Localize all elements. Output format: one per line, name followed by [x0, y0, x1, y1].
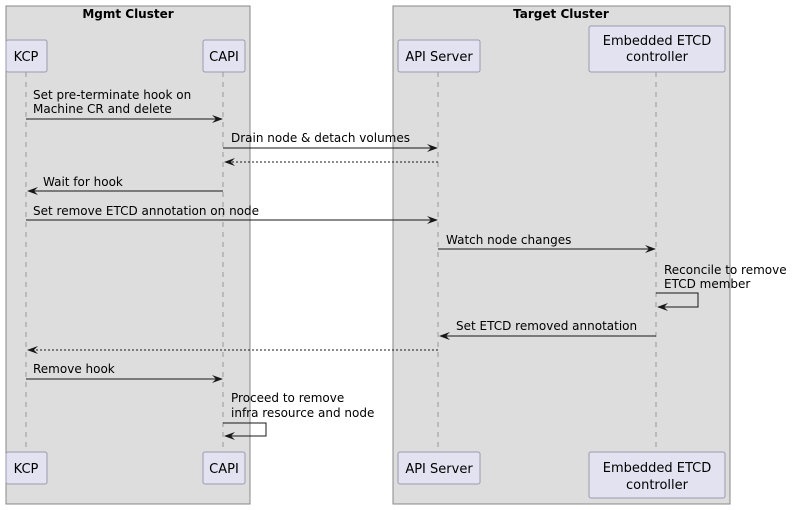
participant-api-server-bottom: API Server: [397, 451, 481, 485]
svg-text:Set pre-terminate hook on: Set pre-terminate hook on: [33, 88, 191, 102]
group-mgmt-cluster: Mgmt Cluster: [5, 5, 251, 505]
svg-text:Set remove ETCD annotation on: Set remove ETCD annotation on node: [33, 204, 259, 218]
participant-etcd-controller-bottom: Embedded ETCD controller: [588, 451, 726, 499]
svg-text:Embedded ETCD: Embedded ETCD: [603, 34, 712, 49]
svg-text:Drain node & detach volumes: Drain node & detach volumes: [231, 131, 410, 145]
message-annotation-return: [27, 346, 438, 354]
svg-text:Machine CR and delete: Machine CR and delete: [33, 102, 172, 116]
participant-capi-bottom: CAPI: [202, 451, 246, 485]
group-title-mgmt: Mgmt Cluster: [82, 7, 173, 21]
svg-text:Embedded ETCD: Embedded ETCD: [603, 461, 712, 476]
message-set-etcd-removed-annotation: Set ETCD removed annotation: [439, 319, 656, 340]
message-drain-return: [224, 158, 438, 166]
group-target-cluster: Target Cluster: [392, 5, 731, 505]
participant-api-server-top: API Server: [397, 39, 481, 73]
svg-text:Set ETCD removed annotation: Set ETCD removed annotation: [456, 319, 637, 333]
message-remove-hook: Remove hook: [26, 362, 223, 383]
svg-text:controller: controller: [626, 50, 689, 65]
svg-text:Wait for hook: Wait for hook: [43, 175, 123, 189]
svg-text:KCP: KCP: [14, 50, 39, 65]
svg-text:ETCD member: ETCD member: [664, 277, 750, 291]
message-drain-node: Drain node & detach volumes: [223, 131, 438, 152]
message-proceed-remove-infra: Proceed to remove infra resource and nod…: [223, 391, 374, 440]
message-wait-for-hook: Wait for hook: [27, 175, 223, 195]
svg-text:CAPI: CAPI: [209, 50, 239, 65]
svg-text:Proceed to remove: Proceed to remove: [231, 391, 344, 405]
message-set-remove-etcd-annotation: Set remove ETCD annotation on node: [26, 204, 438, 224]
participant-kcp-top: KCP: [5, 39, 48, 73]
message-set-pre-terminate-hook: Set pre-terminate hook on Machine CR and…: [26, 88, 223, 123]
participant-etcd-controller-top: Embedded ETCD controller: [588, 25, 726, 73]
participant-capi-top: CAPI: [202, 39, 246, 73]
svg-text:API Server: API Server: [405, 462, 473, 477]
message-watch-node-changes: Watch node changes: [438, 233, 656, 253]
participant-kcp-bottom: KCP: [5, 451, 48, 485]
svg-text:Reconcile to remove: Reconcile to remove: [664, 263, 787, 277]
svg-text:CAPI: CAPI: [209, 462, 239, 477]
svg-text:KCP: KCP: [14, 462, 39, 477]
svg-text:API Server: API Server: [405, 50, 473, 65]
svg-text:Remove hook: Remove hook: [33, 362, 115, 376]
svg-text:infra resource and node: infra resource and node: [231, 406, 374, 420]
group-title-target: Target Cluster: [513, 7, 609, 21]
svg-text:Watch node changes: Watch node changes: [446, 233, 571, 247]
svg-text:controller: controller: [626, 478, 689, 493]
message-reconcile-remove-etcd-member: Reconcile to remove ETCD member: [656, 263, 787, 311]
